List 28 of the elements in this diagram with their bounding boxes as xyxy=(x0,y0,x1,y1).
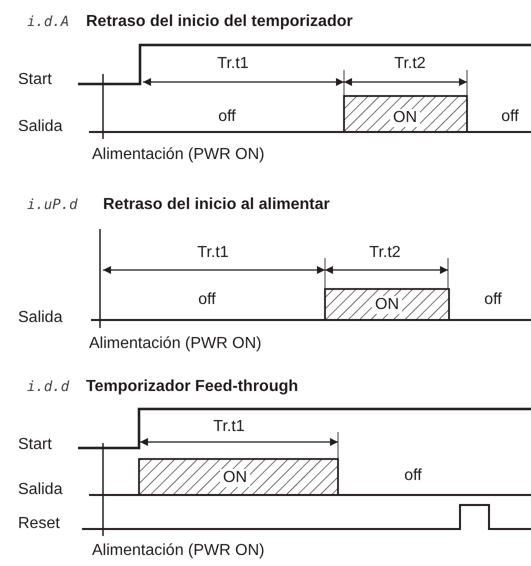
signal-name: Salida xyxy=(18,481,62,499)
time-label: Tr.t2 xyxy=(394,55,426,73)
signal-name: Salida xyxy=(18,309,62,327)
time-label: Tr.t1 xyxy=(217,55,249,73)
state-label: ON xyxy=(372,296,402,314)
section-title: Retraso del inicio al alimentar xyxy=(103,196,330,214)
state-label: ON xyxy=(390,109,420,127)
signal-name: Start xyxy=(18,71,52,89)
axis-label: Alimentación (PWR ON) xyxy=(89,335,262,353)
state-label: off xyxy=(404,467,422,485)
state-label: off xyxy=(484,291,502,309)
state-label: ON xyxy=(220,469,250,487)
mode-code: i.d.A xyxy=(27,13,70,31)
axis-label: Alimentación (PWR ON) xyxy=(92,542,264,560)
mode-code: i.d.d xyxy=(27,378,70,396)
time-label: Tr.t2 xyxy=(369,244,401,262)
signal-name: Start xyxy=(18,436,52,454)
state-label: off xyxy=(218,108,236,126)
state-label: off xyxy=(501,108,519,126)
section-title: Temporizador Feed-through xyxy=(86,378,298,396)
section-title: Retraso del inicio del temporizador xyxy=(86,13,353,31)
time-label: Tr.t1 xyxy=(213,418,245,436)
signal-name: Salida xyxy=(18,118,62,136)
state-label: off xyxy=(198,291,216,309)
signal-name: Reset xyxy=(18,515,60,533)
axis-label: Alimentación (PWR ON) xyxy=(92,146,264,164)
mode-code: i.uP.d xyxy=(27,196,78,214)
time-label: Tr.t1 xyxy=(197,244,229,262)
